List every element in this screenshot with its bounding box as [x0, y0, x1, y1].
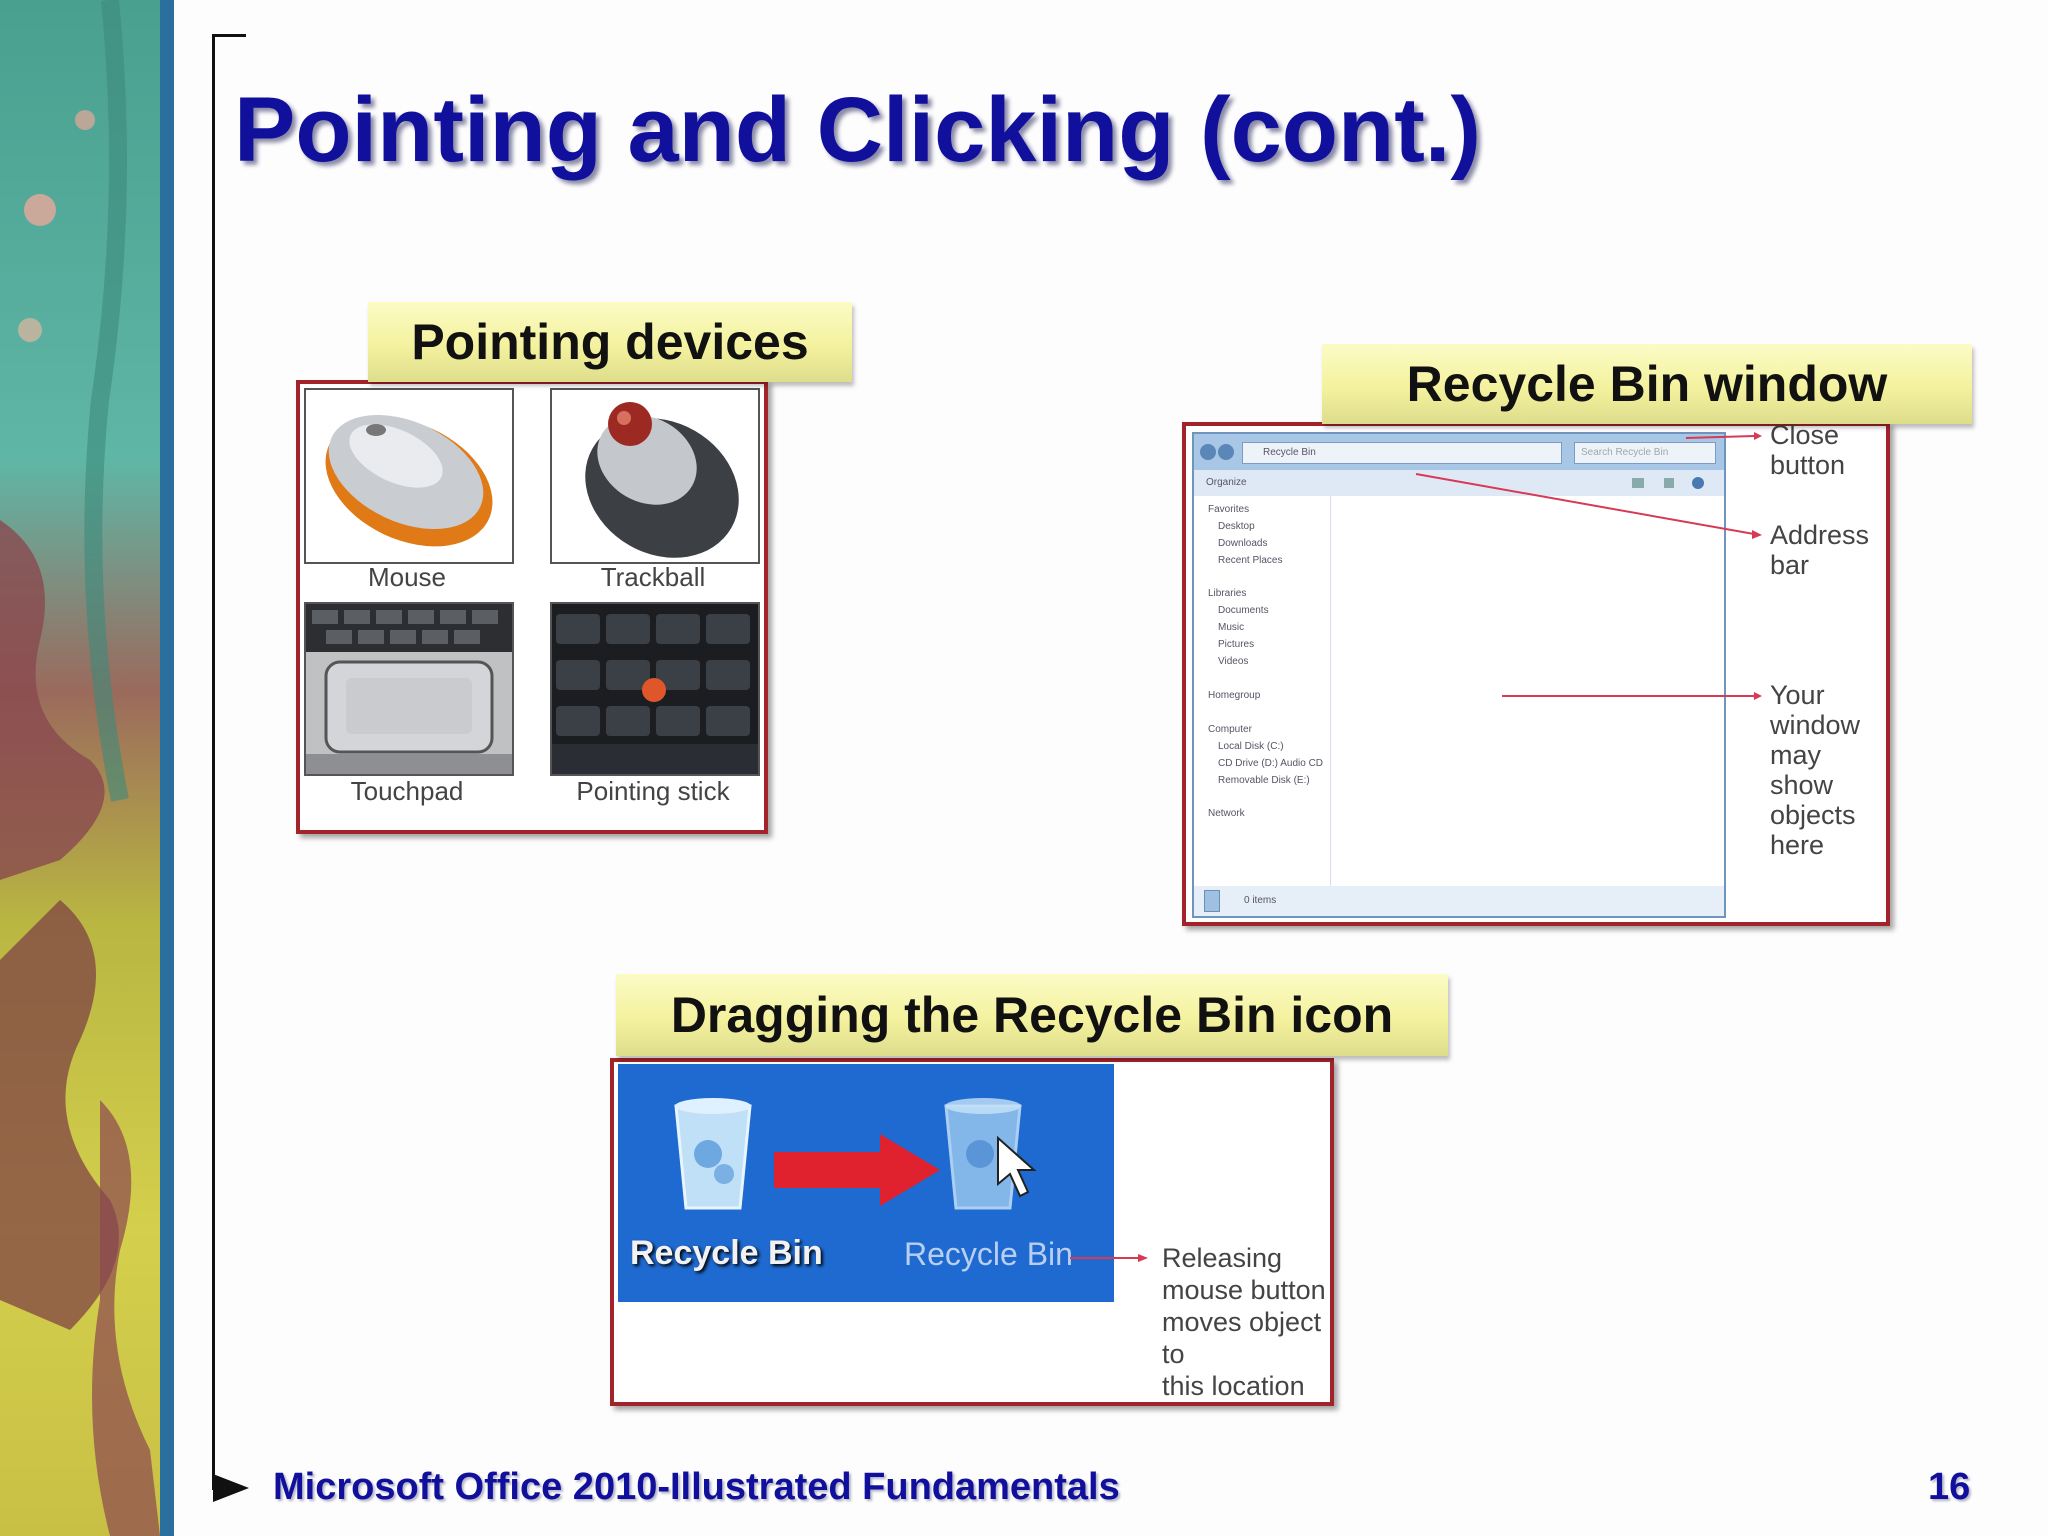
objects-annotation: Your window may show objects here — [1770, 680, 1886, 860]
mouse-label: Mouse — [367, 562, 447, 592]
nav-item[interactable]: Local Disk (C:) — [1218, 741, 1284, 752]
nav-item[interactable]: Videos — [1218, 656, 1249, 667]
trackball-label: Trackball — [600, 562, 706, 592]
address-bar-annotation: Address bar — [1770, 520, 1870, 580]
address-text: Recycle Bin — [1263, 447, 1316, 458]
callout-lines — [1415, 432, 1762, 700]
close-button-annotation: Close button — [1770, 420, 1845, 480]
anno-line: Close — [1770, 420, 1840, 450]
back-button[interactable] — [1200, 444, 1216, 460]
trackball-image — [550, 388, 760, 564]
recycle-bin-label: Recycle Bin — [630, 1234, 823, 1272]
anno-line: button — [1770, 450, 1846, 480]
nav-item[interactable]: Music — [1218, 622, 1245, 633]
nav-item[interactable]: Pictures — [1218, 639, 1255, 650]
pointing-stick-image — [550, 602, 760, 776]
anno-line: Releasing — [1162, 1243, 1283, 1273]
navigation-pane: Favorites Desktop Downloads Recent Place… — [1194, 496, 1331, 886]
recycle-bin-window-caption: Recycle Bin window — [1322, 344, 1972, 424]
footer-text: Microsoft Office 2010-Illustrated Fundam… — [273, 1466, 1120, 1508]
pointing-devices-figure: Mouse Trackball Touchpad — [296, 380, 768, 834]
dragging-caption: Dragging the Recycle Bin icon — [616, 974, 1448, 1056]
desktop-area: Recycle Bin Recycle Bin — [618, 1064, 1114, 1302]
recycle-bin-icon — [674, 1098, 752, 1210]
pointing-devices-caption: Pointing devices — [368, 302, 852, 382]
nav-item[interactable]: Libraries — [1208, 588, 1247, 599]
nav-item[interactable]: Removable Disk (E:) — [1218, 775, 1310, 786]
command-bar: Organize — [1194, 470, 1724, 496]
anno-line: objects here — [1770, 800, 1856, 860]
nav-item[interactable]: Favorites — [1208, 504, 1250, 515]
bracket-top — [212, 34, 246, 37]
nav-item[interactable]: Homegroup — [1208, 690, 1261, 701]
dragging-figure: Recycle Bin Recycle Bin Releasing mouse … — [610, 1058, 1334, 1406]
search-placeholder: Search Recycle Bin — [1581, 447, 1669, 458]
nav-item[interactable]: Recent Places — [1218, 555, 1283, 566]
ghost-recycle-bin-label: Recycle Bin — [904, 1236, 1073, 1272]
help-icon[interactable] — [1692, 477, 1704, 489]
mouse-image — [304, 388, 514, 564]
bracket-line — [212, 34, 215, 1490]
anno-line: Your window — [1770, 680, 1861, 740]
dragging-callout-line — [1070, 1254, 1148, 1262]
decorative-side-art — [0, 0, 160, 1536]
page-number: 16 — [1928, 1466, 1971, 1508]
nav-item[interactable]: Downloads — [1218, 538, 1268, 549]
recycle-bin-small-icon — [1204, 890, 1220, 912]
content-pane — [1331, 496, 1724, 886]
preview-pane-icon[interactable] — [1664, 478, 1674, 488]
side-accent-bar — [160, 0, 174, 1536]
mouse-pointer-icon — [997, 1135, 1037, 1198]
organize-menu[interactable]: Organize — [1206, 477, 1247, 488]
search-box[interactable]: Search Recycle Bin — [1574, 442, 1716, 464]
nav-item[interactable]: Computer — [1208, 724, 1252, 735]
details-pane: 0 items — [1194, 886, 1724, 916]
drag-arrow-icon — [774, 1134, 940, 1206]
anno-line: may show — [1770, 740, 1834, 800]
nav-item[interactable]: CD Drive (D:) Audio CD — [1218, 758, 1324, 769]
nav-item[interactable]: Documents — [1218, 605, 1269, 616]
pointing-stick-label: Pointing stick — [576, 776, 730, 806]
address-bar[interactable]: Recycle Bin — [1242, 442, 1562, 464]
nav-item[interactable]: Network — [1208, 808, 1245, 819]
anno-line: this location — [1162, 1371, 1305, 1401]
forward-button[interactable] — [1218, 444, 1234, 460]
recycle-bin-window-figure: Recycle Bin Search Recycle Bin Organize … — [1182, 420, 1890, 926]
anno-line: moves object to — [1162, 1307, 1322, 1369]
nav-item[interactable]: Desktop — [1218, 521, 1255, 532]
dragged-recycle-bin-icon — [944, 1098, 1037, 1210]
touchpad-image — [304, 602, 514, 776]
views-icon[interactable] — [1632, 478, 1644, 488]
bracket-arrow-icon — [213, 1474, 249, 1502]
slide-title: Pointing and Clicking (cont.) — [234, 79, 1482, 181]
touchpad-label: Touchpad — [350, 776, 464, 806]
item-count: 0 items — [1244, 895, 1277, 906]
anno-line: mouse button — [1162, 1275, 1326, 1305]
releasing-annotation: Releasing mouse button moves object to t… — [1162, 1242, 1330, 1402]
